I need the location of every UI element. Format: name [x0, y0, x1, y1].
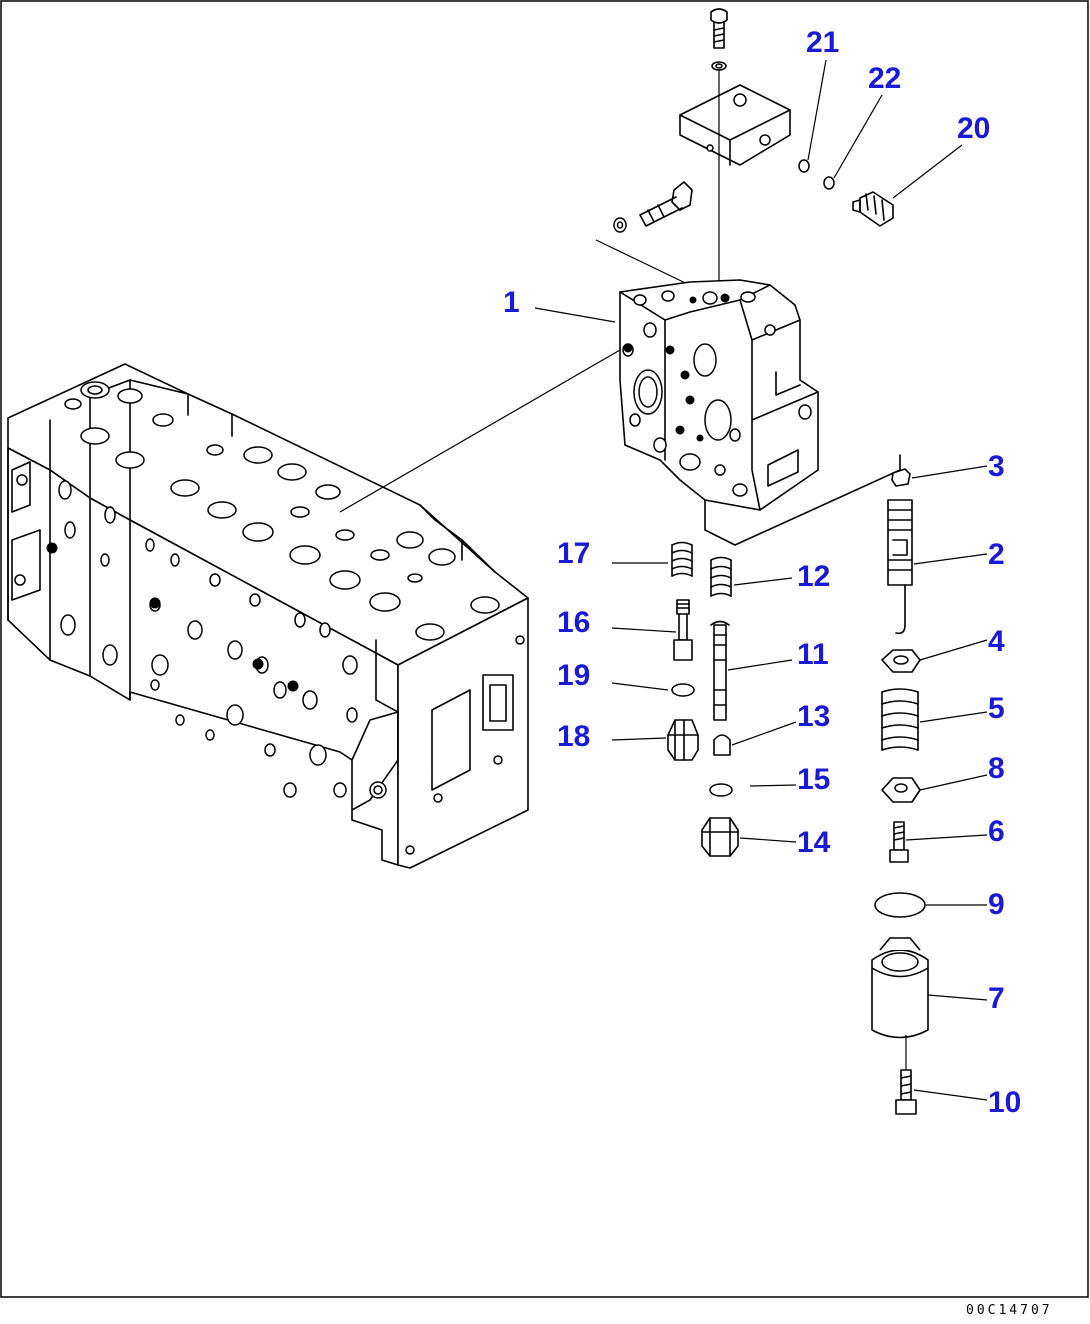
- callout-labels: 1 2 3 4 5 6 7 8 9 10 11 12 13 14 15 16 1…: [503, 26, 1021, 1119]
- callout-13: 13: [797, 700, 830, 733]
- callout-1: 1: [503, 286, 520, 319]
- section-valve-body: [619, 279, 901, 546]
- main-valve-assembly: [7, 363, 529, 869]
- callout-11: 11: [797, 638, 829, 671]
- right-column-parts: [871, 468, 929, 1115]
- diagram-frame: [0, 0, 1089, 1298]
- callout-19: 19: [557, 659, 590, 692]
- callout-12: 12: [797, 560, 830, 593]
- callout-14: 14: [797, 826, 831, 859]
- left-subcolumn-parts: [667, 541, 699, 761]
- callout-20: 20: [957, 112, 990, 145]
- callout-8: 8: [988, 752, 1005, 785]
- callout-9: 9: [988, 888, 1005, 921]
- middle-subcolumn-parts: [701, 556, 739, 857]
- callout-18: 18: [557, 720, 590, 753]
- callout-17: 17: [557, 537, 590, 570]
- callout-6: 6: [988, 815, 1005, 848]
- callout-7: 7: [988, 982, 1005, 1015]
- callout-21: 21: [806, 26, 839, 59]
- diagram-code: 00C14707: [966, 1303, 1053, 1318]
- cover-block: [595, 8, 894, 300]
- callout-3: 3: [988, 450, 1005, 483]
- leader-lines: [534, 59, 988, 1101]
- callout-22: 22: [868, 62, 901, 95]
- assembly-leader: [339, 349, 621, 513]
- callout-15: 15: [797, 763, 830, 796]
- callout-2: 2: [988, 538, 1005, 571]
- callout-16: 16: [557, 606, 590, 639]
- callout-10: 10: [988, 1086, 1021, 1119]
- callout-4: 4: [988, 625, 1005, 658]
- callout-5: 5: [988, 692, 1005, 725]
